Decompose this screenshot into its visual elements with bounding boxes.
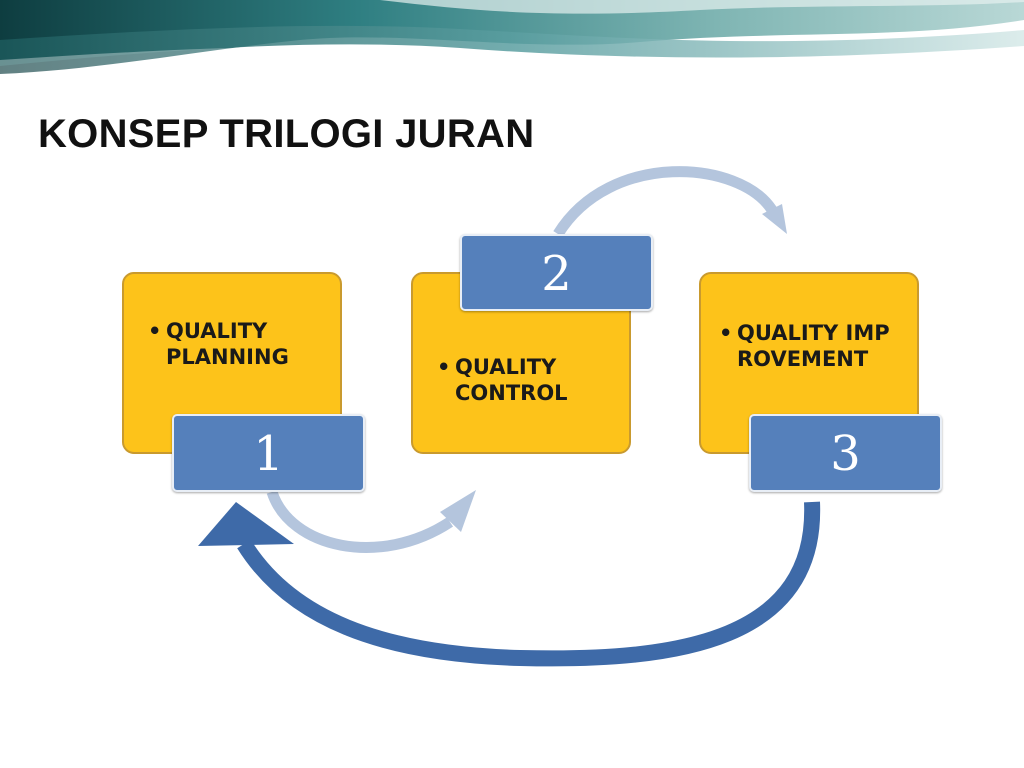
card-bullet-item: •QUALITY PLANNING (148, 318, 340, 370)
step-label: QUALITY IMPROVEMENT (737, 321, 890, 371)
arrow-3-to-1 (198, 501, 821, 667)
card-bullet-list: •QUALITY PLANNING (148, 318, 340, 370)
slide-title: KONSEP TRILOGI JURAN (38, 112, 535, 156)
step-number-3: 3 (749, 414, 942, 492)
step-number-2: 2 (460, 234, 653, 311)
bullet-icon: • (437, 355, 451, 379)
header-wave-banner (0, 0, 1024, 76)
card-bullet-list: •QUALITY IMPROVEMENT (719, 320, 917, 372)
card-bullet-list: •QUALITY CONTROL (437, 354, 629, 406)
card-bullet-item: •QUALITY CONTROL (437, 354, 629, 406)
arrow-2-to-3 (553, 166, 787, 237)
step-number-1: 1 (172, 414, 365, 492)
card-bullet-item: •QUALITY IMPROVEMENT (719, 320, 917, 372)
bullet-icon: • (719, 321, 733, 345)
bullet-icon: • (148, 319, 162, 343)
arrow-1-to-2 (266, 490, 476, 553)
step-label: QUALITY PLANNING (166, 319, 289, 369)
step-label: QUALITY CONTROL (455, 355, 568, 405)
